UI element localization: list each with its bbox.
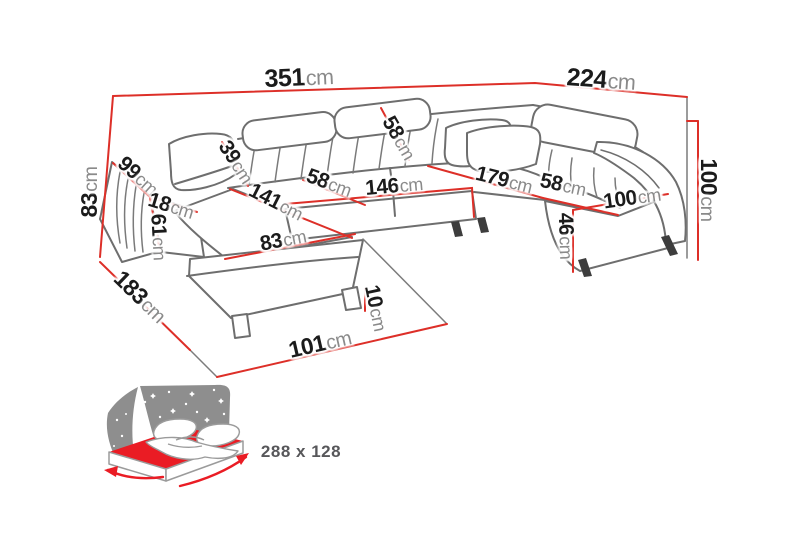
curtain-fold [106,387,138,459]
line-141 [229,188,353,239]
dim-value: 146 [364,174,400,200]
dim-right-total-width: 224cm [565,63,637,95]
line-146 [284,186,475,218]
dim-value: 100 [695,158,722,196]
dim-unit: cm [148,236,170,261]
line-18 [149,196,198,213]
sofa-outline [99,96,688,378]
metal-legs [451,217,678,277]
bedding [145,418,241,460]
dim-unit: cm [606,69,637,95]
dim-value: 100 [601,185,639,214]
projection-lines [189,96,688,378]
line-58-right [542,197,619,216]
line-99 [112,162,151,198]
dim-unit: cm [695,196,718,222]
dim-seat-height: 46cm [553,212,578,260]
sleeping-area-size: 288 x 128 [260,442,342,461]
headrest-cushions [241,97,639,158]
line-83-chaise [224,233,356,260]
line-58-back [380,107,410,161]
dim-back-total-width: 351cm [263,63,334,93]
line-179 [427,165,544,199]
dim-value: 83 [76,192,103,218]
line-58-left [302,179,366,206]
line-83-left [99,95,114,258]
line-101 [216,323,448,378]
line-351-224 [112,81,688,98]
dim-height-right: 100cm [695,158,722,222]
dim-unit: cm [305,65,334,91]
corner-pillows [443,118,542,173]
line-100-seat [572,193,669,211]
dim-value: 61 [146,213,171,237]
dim-unit: cm [636,184,662,208]
dim-value: 224 [565,63,608,94]
line-183 [99,261,191,351]
dim-height-left: 83cm [76,166,103,218]
dim-unit: cm [398,174,424,196]
dim-armrest-height: 61cm [146,213,171,261]
dim-unit: cm [80,166,103,192]
chaise-pillow [168,132,237,192]
sleeper-function-icon [104,384,249,488]
dim-unit: cm [555,235,577,260]
dim-value: 46 [553,212,578,236]
dim-unit: cm [365,306,391,333]
line-61 [149,197,162,257]
line-39 [221,141,249,187]
dim-value: 351 [263,63,306,93]
dimension-lines [99,81,699,378]
chaise-longue [173,188,364,339]
